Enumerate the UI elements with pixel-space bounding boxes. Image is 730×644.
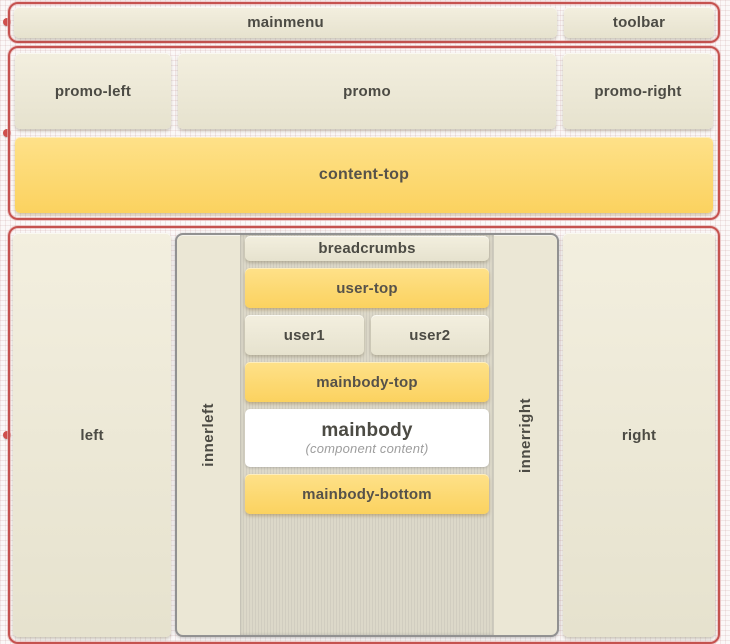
module-left: left	[13, 233, 171, 637]
innerleft-zone: innerleft	[177, 235, 240, 635]
module-innerleft: innerleft	[200, 403, 217, 467]
module-breadcrumbs: breadcrumbs	[245, 236, 489, 261]
module-promo-left: promo-left	[15, 53, 171, 129]
mainbody-note: (component content)	[305, 440, 429, 456]
inner-panel: innerleft breadcrumbs user-top user1 use…	[175, 233, 559, 637]
anchor-dot-icon	[3, 18, 11, 26]
module-user-top: user-top	[245, 268, 489, 308]
header-section-frame: mainmenu toolbar	[8, 2, 720, 43]
user-row: user1 user2	[245, 315, 489, 355]
module-toolbar: toolbar	[564, 7, 714, 38]
module-mainmenu: mainmenu	[14, 7, 557, 38]
module-promo-right: promo-right	[563, 53, 713, 129]
module-mainbody-bottom: mainbody-bottom	[245, 474, 489, 514]
module-user1: user1	[245, 315, 364, 355]
center-column: breadcrumbs user-top user1 user2 mainbod…	[240, 235, 494, 635]
mainbody-label: mainbody	[321, 419, 413, 441]
module-user2: user2	[370, 315, 489, 355]
module-mainbody: mainbody (component content)	[245, 409, 489, 467]
promo-section-frame: promo-left promo promo-right content-top	[8, 46, 720, 220]
module-innerright: innerright	[517, 397, 534, 473]
module-right: right	[563, 233, 715, 637]
module-content-top: content-top	[15, 137, 713, 213]
body-section-frame: left innerleft breadcrumbs user-top user…	[8, 226, 720, 644]
module-promo: promo	[178, 53, 556, 129]
anchor-dot-icon	[3, 431, 11, 439]
promo-row: promo-left promo promo-right	[15, 53, 713, 129]
module-mainbody-top: mainbody-top	[245, 362, 489, 402]
anchor-dot-icon	[3, 129, 11, 137]
innerright-zone: innerright	[494, 235, 557, 635]
